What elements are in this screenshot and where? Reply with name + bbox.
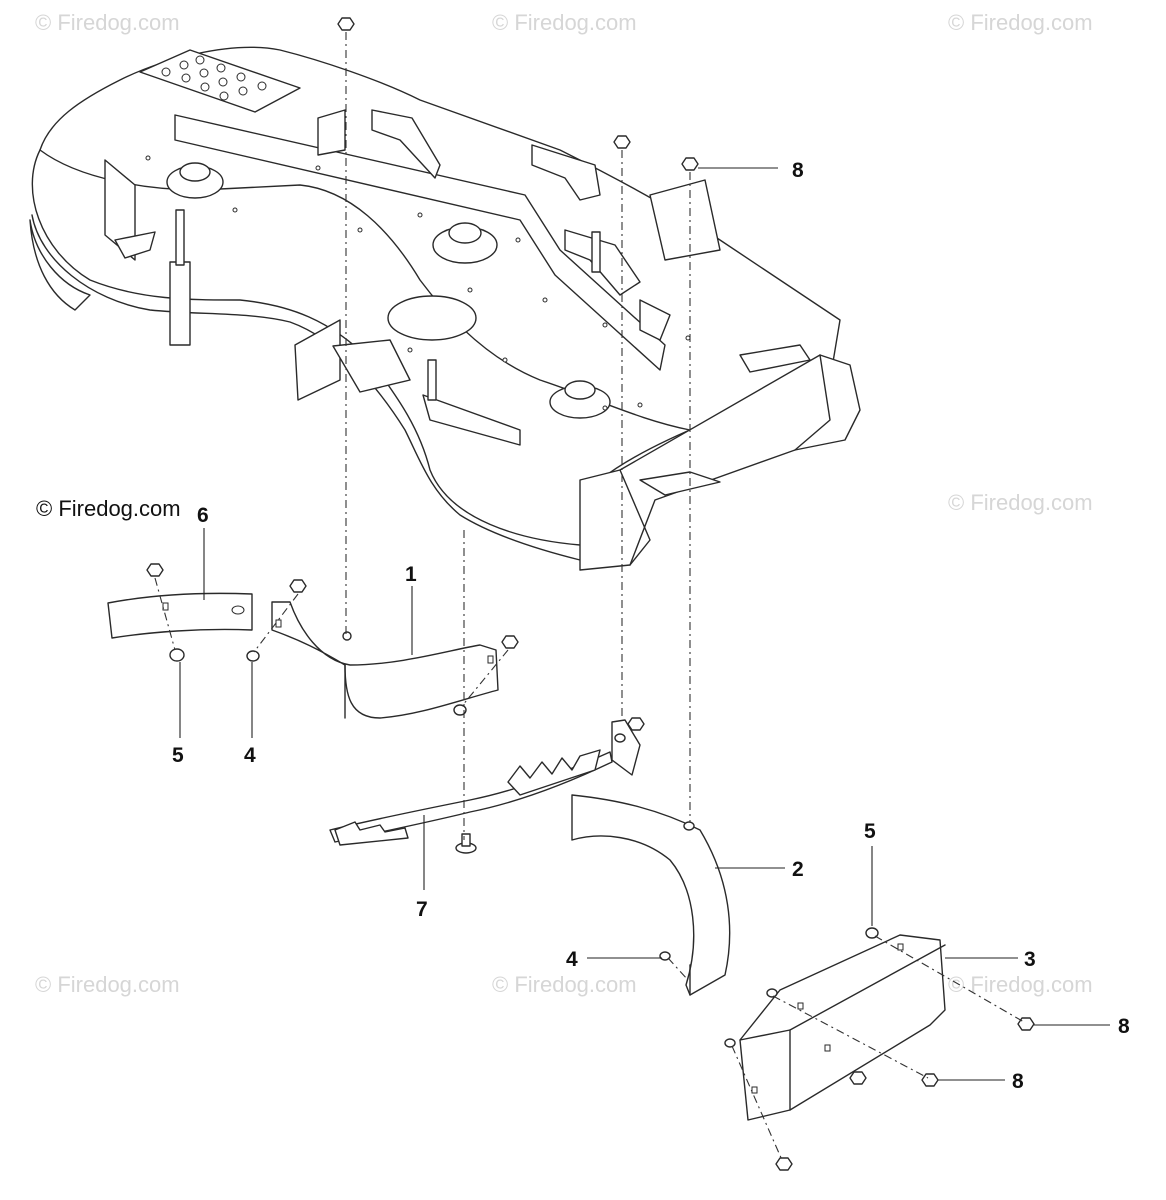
callout-7: 7: [416, 898, 428, 921]
watermark-mid-right: © Firedog.com: [948, 490, 1093, 515]
part-7-mower-blade: [329, 749, 613, 854]
watermark-top-center: © Firedog.com: [492, 10, 637, 35]
part-1-curved-baffle: [271, 601, 499, 719]
callout-8-bottom: 8: [1012, 1070, 1024, 1093]
leader-lines: [179, 167, 1110, 1081]
callout-8-right: 8: [1118, 1015, 1130, 1038]
callout-6: 6: [197, 504, 209, 527]
hardware: [146, 17, 1035, 1171]
callout-labels: 6 1 5 4 7 2 5 4 3 8 8 8: [172, 159, 1130, 1093]
mower-deck: [29, 46, 861, 571]
callout-3: 3: [1024, 948, 1036, 971]
center-disc: [387, 295, 477, 341]
watermark-bottom-left: © Firedog.com: [35, 972, 180, 997]
copyright-notice: © Firedog.com: [36, 496, 181, 521]
spindle-pulleys: [166, 162, 611, 419]
callout-1: 1: [405, 563, 417, 586]
callout-4-left: 4: [244, 744, 256, 767]
watermark-top-right: © Firedog.com: [948, 10, 1093, 35]
part-6-baffle-plate: [107, 592, 253, 639]
callout-8-top: 8: [792, 159, 804, 182]
watermark-top-left: © Firedog.com: [35, 10, 180, 35]
foot-plate-holes: [161, 55, 267, 101]
callout-2: 2: [792, 858, 804, 881]
watermark-bottom-center: © Firedog.com: [492, 972, 637, 997]
assembly-lines: [154, 32, 1025, 1161]
callout-4-right: 4: [566, 948, 578, 971]
callout-5-right: 5: [864, 820, 876, 843]
watermark-bottom-right: © Firedog.com: [948, 972, 1093, 997]
callout-5-left: 5: [172, 744, 184, 767]
deck-holes: [145, 155, 691, 411]
part-3-discharge-chute-cover: [739, 934, 946, 1121]
